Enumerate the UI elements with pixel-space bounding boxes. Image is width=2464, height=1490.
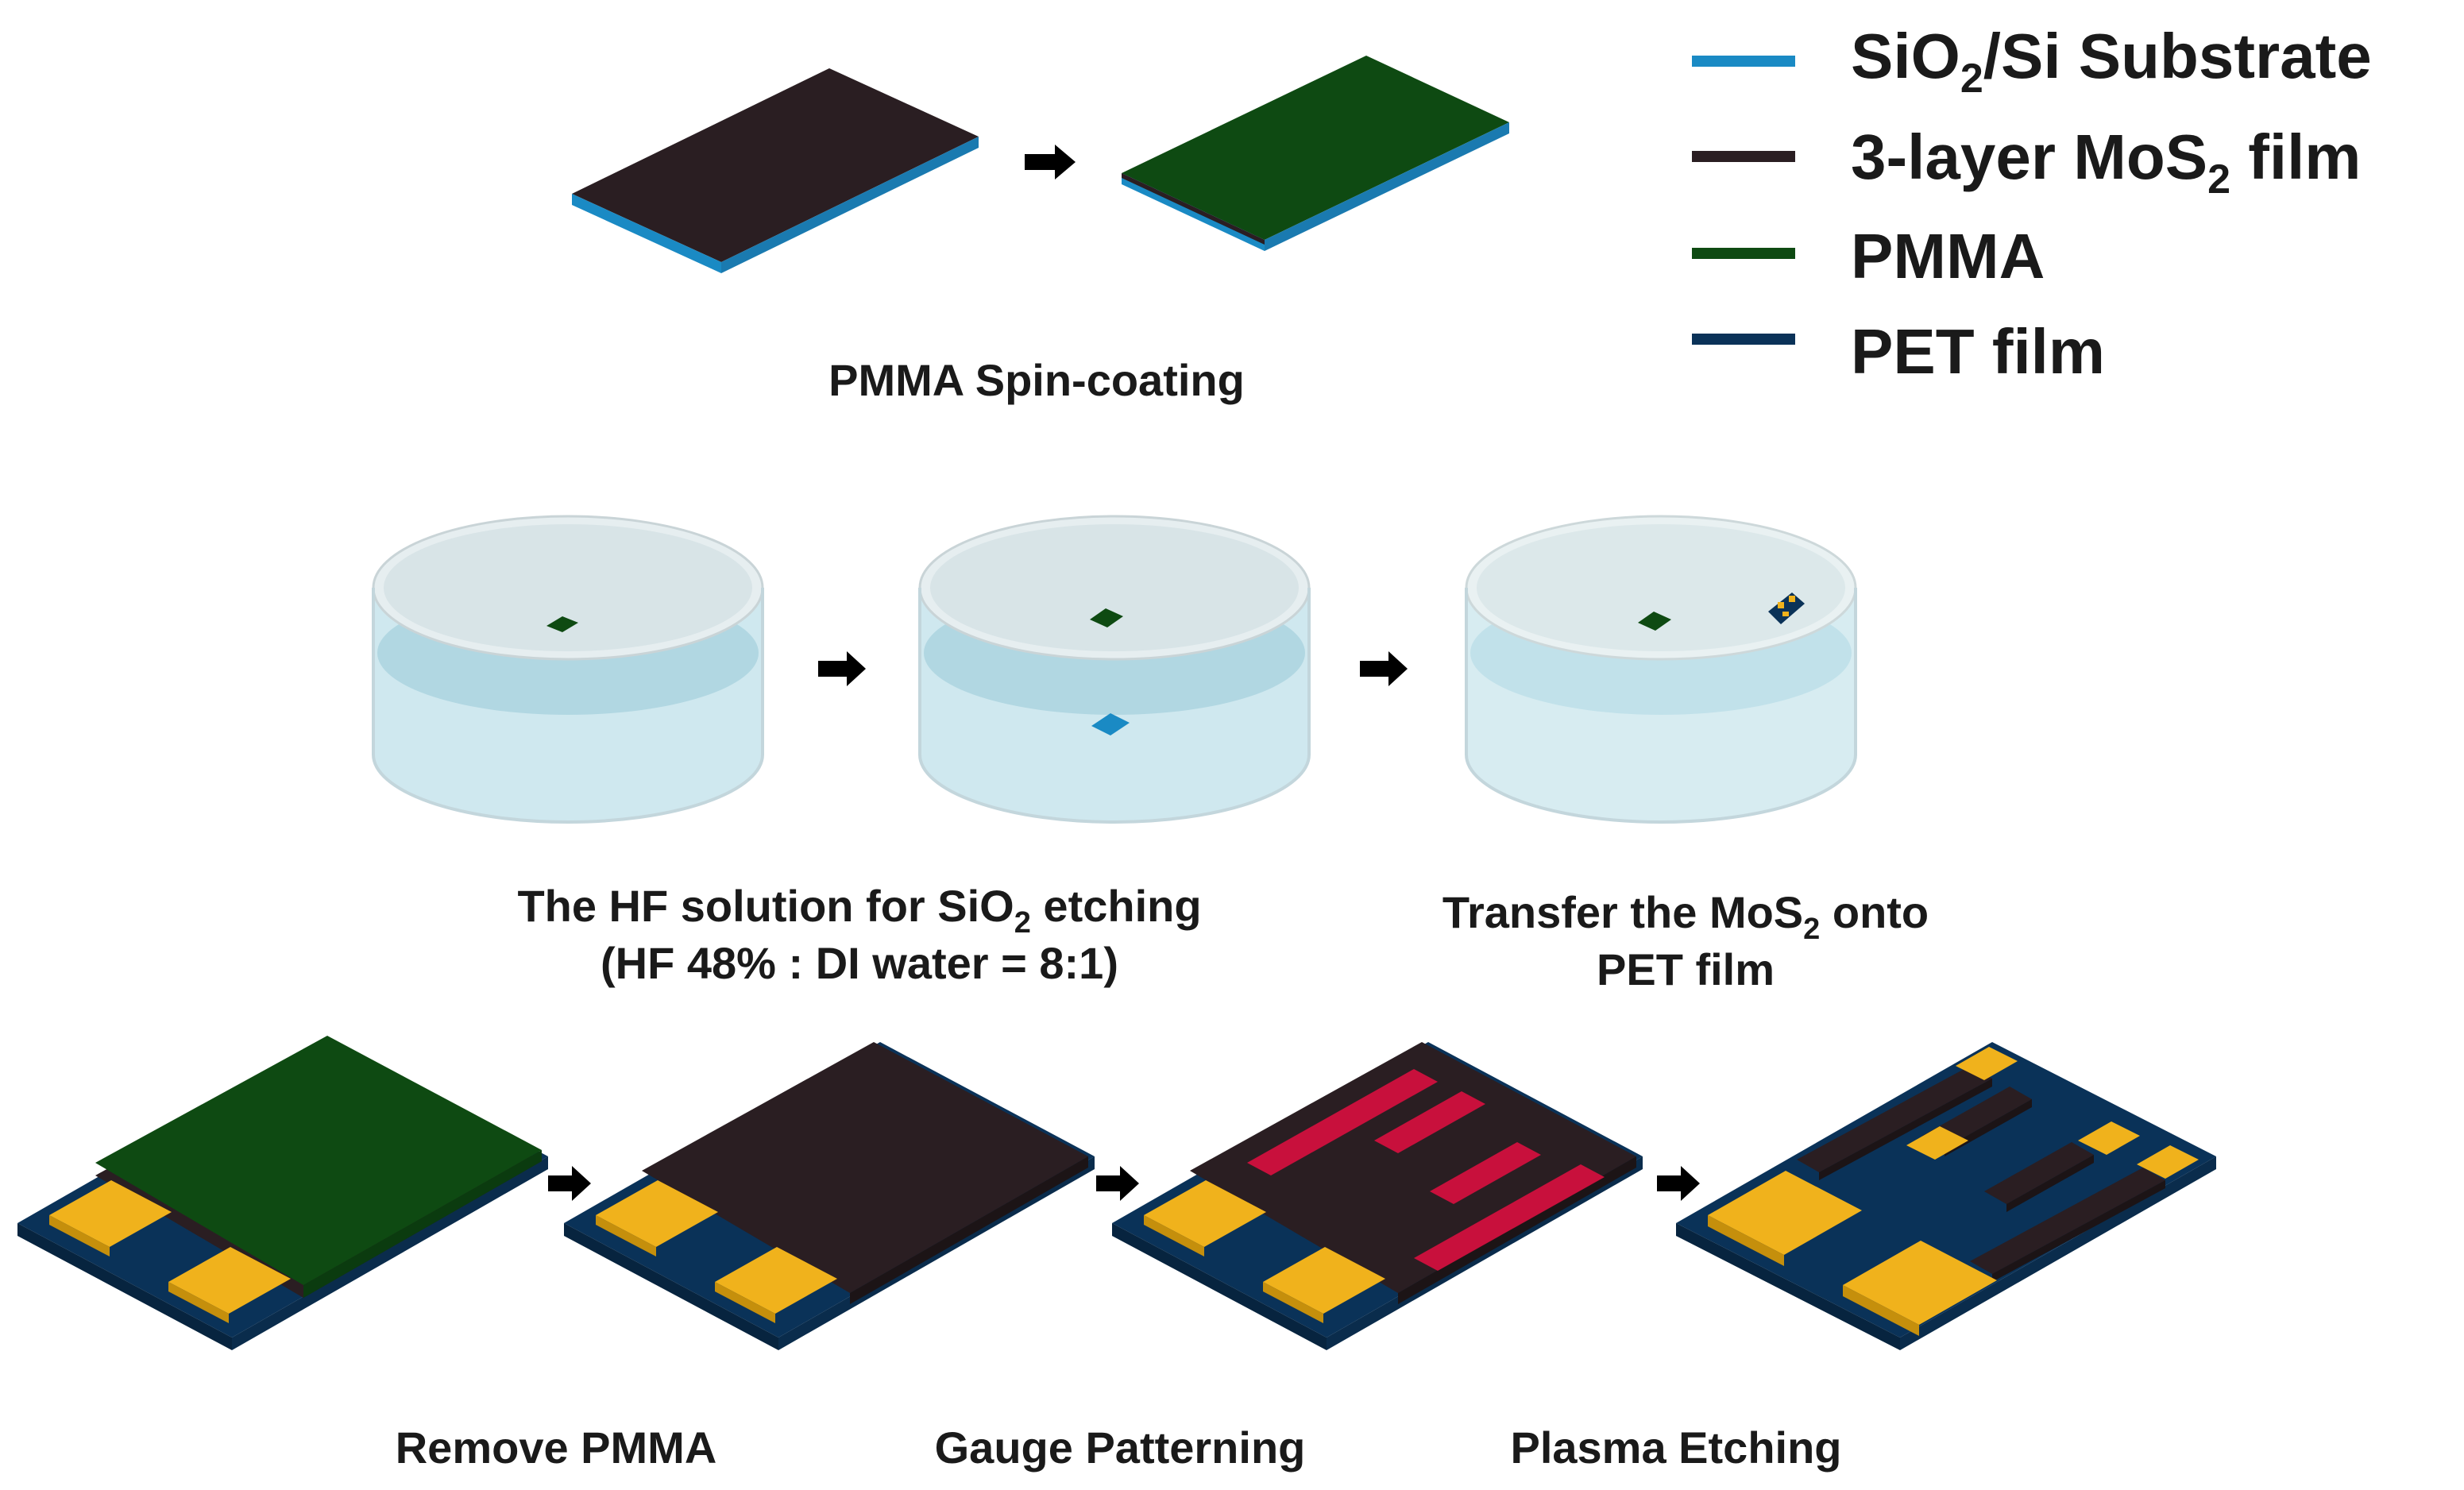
electrode-pad xyxy=(1263,1247,1385,1323)
arrow-right-icon xyxy=(818,651,866,686)
gauge-trace xyxy=(1970,1168,2165,1282)
label-gauge-patterning: Gauge Patterning xyxy=(935,1422,1306,1473)
label-remove-pmma: Remove PMMA xyxy=(396,1422,717,1473)
label-transfer-line1: Transfer the MoS2 onto xyxy=(1442,887,1929,946)
electrode-pad xyxy=(596,1180,718,1256)
photoresist-stripe xyxy=(1247,1069,1438,1175)
legend-swatch-pmma xyxy=(1692,248,1795,259)
legend-label-pmma: PMMA xyxy=(1851,221,2045,291)
legend-item-pmma: PMMA xyxy=(1692,221,2045,291)
beaker-3 xyxy=(1465,515,1857,824)
wafer-mos2-on-substrate xyxy=(572,68,979,273)
legend-label-pet: PET film xyxy=(1851,316,2105,387)
electrode-pad xyxy=(715,1247,837,1323)
arrow-right-icon xyxy=(1657,1166,1700,1201)
legend-item-substrate: SiO2/Si Substrate xyxy=(1692,21,2372,102)
legend-label-substrate: SiO2/Si Substrate xyxy=(1851,21,2372,102)
floating-sample xyxy=(1638,612,1671,631)
gauge-trace xyxy=(1984,1142,2094,1212)
label-plasma-etching: Plasma Etching xyxy=(1510,1422,1841,1473)
floating-sample xyxy=(546,616,578,632)
label-hf-solution-line1: The HF solution for SiO2 etching xyxy=(517,881,1201,940)
photoresist-stripe xyxy=(1414,1164,1605,1271)
electrode-pad xyxy=(49,1180,172,1256)
legend: SiO2/Si Substrate 3-layer MoS2 film PMMA… xyxy=(1692,21,2372,387)
electrode-pad xyxy=(168,1247,291,1323)
photoresist-stripe xyxy=(1374,1091,1485,1153)
floating-sample xyxy=(1090,608,1123,627)
pet-film-sample xyxy=(1768,593,1805,624)
arrow-right-icon xyxy=(548,1166,591,1201)
gauge-end-cap xyxy=(1906,1126,1968,1160)
device-pmma-covered xyxy=(17,1036,548,1350)
label-pmma-spin-coating: PMMA Spin-coating xyxy=(828,355,1245,405)
photoresist-stripe xyxy=(1430,1142,1541,1204)
legend-item-pet: PET film xyxy=(1692,316,2105,387)
sinking-substrate xyxy=(1091,713,1130,735)
arrow-right-icon xyxy=(1096,1166,1139,1201)
electrode-pad xyxy=(1144,1180,1266,1256)
wafer-pmma-coated xyxy=(1122,56,1509,251)
device-plasma-etched xyxy=(1676,1042,2216,1350)
legend-item-mos2: 3-layer MoS2 film xyxy=(1692,122,2361,203)
beaker-2 xyxy=(918,515,1311,824)
legend-swatch-substrate xyxy=(1692,56,1795,67)
label-hf-solution-line2: (HF 48% : DI water = 8:1) xyxy=(601,938,1118,988)
legend-swatch-pet xyxy=(1692,334,1795,345)
beaker-1 xyxy=(372,515,764,824)
label-transfer-line2: PET film xyxy=(1597,944,1775,994)
electrode-pad xyxy=(1843,1241,1997,1336)
legend-swatch-mos2 xyxy=(1692,151,1795,162)
gauge-end-cap xyxy=(2078,1121,2140,1155)
arrow-right-icon xyxy=(1360,651,1408,686)
gauge-end-cap xyxy=(2137,1145,2199,1179)
electrode-pad xyxy=(1708,1171,1862,1266)
gauge-trace xyxy=(1797,1066,1992,1180)
gauge-end-cap xyxy=(1956,1047,2018,1080)
legend-label-mos2: 3-layer MoS2 film xyxy=(1851,122,2361,203)
device-gauge-patterned xyxy=(1112,1042,1643,1350)
arrow-right-icon xyxy=(1025,145,1076,179)
device-mos2-exposed xyxy=(564,1042,1095,1350)
